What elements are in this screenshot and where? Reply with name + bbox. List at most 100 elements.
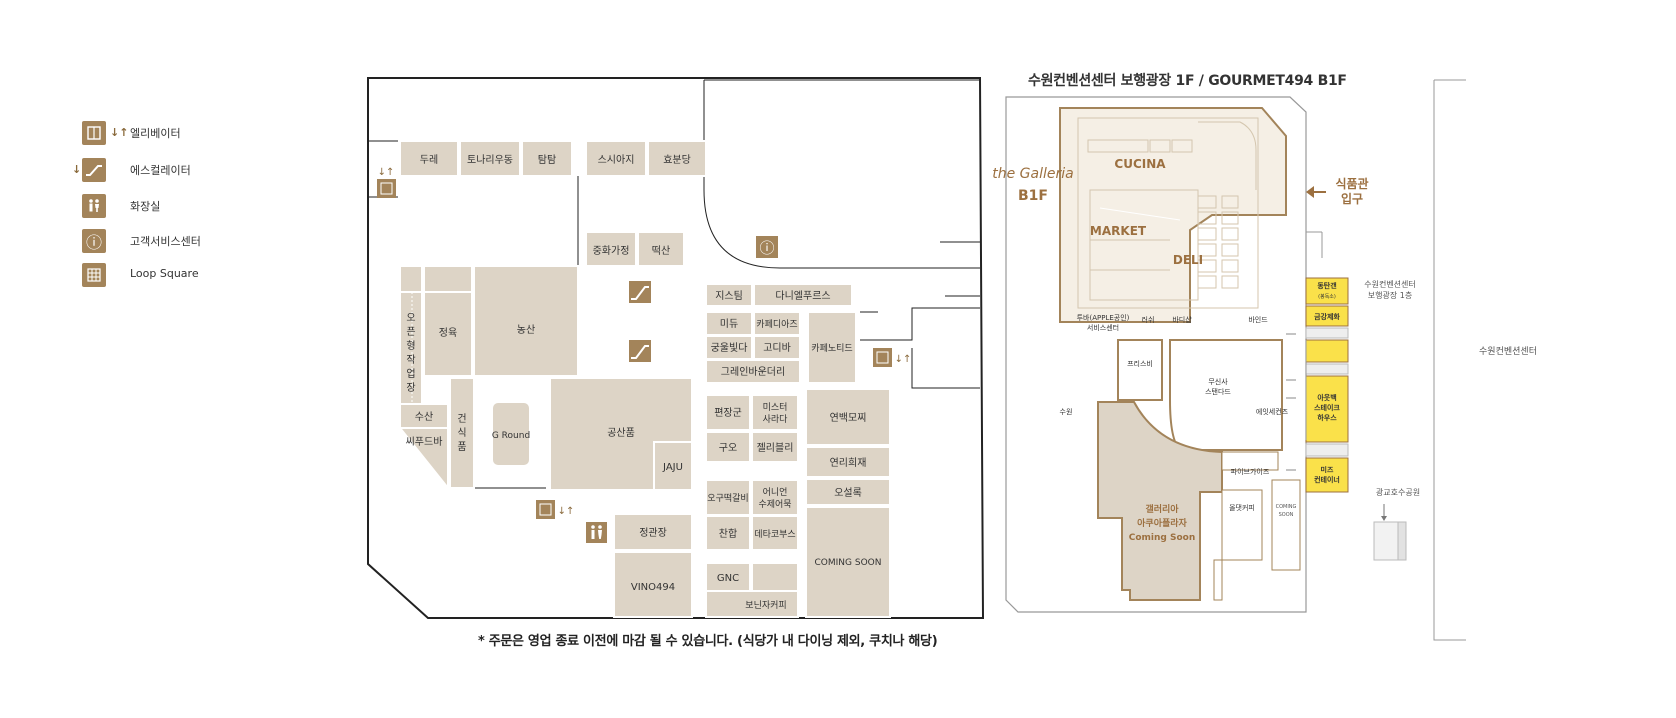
store-jeonggwan[interactable] (613, 513, 693, 551)
escalator-icon-glyph (631, 286, 649, 300)
label-seafood: 씨푸드바 (406, 436, 443, 448)
store-yeonri[interactable] (805, 446, 891, 478)
info-icon[interactable] (756, 236, 778, 258)
store-tonari[interactable] (459, 140, 521, 177)
stairs (1305, 327, 1349, 339)
store-novelty[interactable] (807, 311, 857, 384)
label-geonsik-3: 품 (457, 441, 466, 453)
store-yeonbaek[interactable] (805, 388, 891, 446)
label-novelty: 카페노티드 (811, 343, 852, 354)
label-convention-1f-2: 보행광장 1층 (1368, 290, 1412, 300)
label-coming-small-2: SOON (1279, 512, 1294, 518)
label-mizu-2: 컨테이너 (1314, 475, 1340, 484)
label-mizu-1: 미즈 (1321, 465, 1334, 474)
park-arrow-icon (1381, 516, 1387, 521)
store-outback[interactable] (1305, 375, 1349, 443)
label-musinsa-2: 스탠다드 (1205, 387, 1231, 396)
store-geumgang[interactable] (1305, 305, 1349, 327)
label-bonin: 보닌자커피 (745, 600, 786, 611)
store-nongsan[interactable] (473, 265, 579, 377)
store-hyobun[interactable] (647, 140, 707, 177)
store-ground[interactable] (491, 401, 531, 467)
restroom-icon-head (598, 525, 602, 529)
store-geonsik[interactable] (449, 377, 475, 489)
loop-square-icon (82, 263, 106, 287)
store-jelly[interactable] (751, 431, 799, 463)
label-ogu: 오구떡갈비 (707, 493, 748, 504)
elevator-icon (377, 179, 396, 198)
map-elevator-1: ↓↑ (377, 167, 396, 198)
label-open-5: 업 (406, 367, 415, 380)
store-jaju[interactable] (653, 441, 693, 491)
store-dure[interactable] (399, 140, 459, 177)
label-suwon: 수원 (1060, 407, 1073, 416)
tenant-strip (1305, 277, 1349, 493)
store-junghwa[interactable] (585, 231, 637, 267)
label-market: MARKET (1090, 224, 1147, 238)
map-info[interactable]: ⓘ (756, 236, 778, 258)
label-gnc: GNC (717, 573, 739, 584)
label-bodyshop: 바디샵 (1172, 315, 1192, 324)
label-convention: 수원컨벤션센터 (1479, 346, 1537, 357)
deli-area[interactable] (1059, 107, 1287, 323)
store-seafood[interactable] (397, 427, 449, 491)
corridor-curve (703, 80, 980, 269)
store-tteoksan[interactable] (637, 231, 685, 267)
elevator-arrows: ↓↑ (110, 126, 129, 139)
label-ground: G Round (492, 431, 530, 441)
label-jelly: 젤리블리 (757, 442, 794, 454)
store-oseol[interactable] (805, 478, 891, 506)
store-dani[interactable] (753, 283, 853, 307)
store-detail[interactable] (751, 515, 799, 551)
store-guo[interactable] (705, 431, 751, 463)
legend-label-loop-square: Loop Square (130, 267, 199, 280)
store-coming[interactable] (805, 506, 891, 618)
outdoor-stairs (1373, 521, 1407, 561)
label-coming: COMING SOON (815, 558, 882, 568)
store-jistin[interactable] (705, 283, 753, 307)
store-dongtan[interactable] (1305, 277, 1349, 305)
store-ogu[interactable] (705, 479, 751, 516)
label-mister-2: 사라다 (763, 414, 789, 425)
store-susan[interactable] (399, 403, 449, 429)
store-musinsa-area[interactable] (1169, 339, 1283, 451)
label-open-1: 오 (406, 313, 415, 324)
elevator-icon (873, 348, 892, 367)
store-mister[interactable] (751, 394, 799, 431)
label-dani: 다니엘푸르스 (775, 289, 830, 302)
label-bind: 바인드 (1248, 315, 1268, 324)
store-mizu[interactable] (1305, 457, 1349, 493)
convention-map-title: 수원컨벤션센터 보행광장 1F / GOURMET494 B1F (1028, 73, 1347, 89)
label-guo: 구오 (719, 443, 737, 454)
store-green[interactable] (705, 359, 801, 384)
label-rush: 러쉬 (1142, 315, 1155, 324)
store-jongyuk[interactable] (423, 291, 473, 377)
label-open-4: 작 (406, 354, 415, 366)
elevator-arrows: ↓↑ (378, 167, 395, 178)
label-hyobun: 효분당 (663, 154, 691, 166)
label-yeonri: 연리희재 (830, 457, 867, 469)
store-olset[interactable] (1213, 489, 1263, 601)
store-pyeonjang[interactable] (705, 394, 751, 431)
label-geumgang: 금강제화 (1314, 312, 1340, 321)
store-coming-small[interactable] (1271, 479, 1301, 571)
store-freesbee[interactable] (1117, 339, 1163, 401)
store-open-top (399, 265, 423, 293)
restroom-icon (586, 522, 607, 543)
store-fiveguys[interactable] (1221, 451, 1279, 471)
label-geonsik-1: 건 (457, 413, 466, 425)
label-onion-2: 수제어묵 (758, 499, 791, 510)
label-dongtan-sub: (봉독소) (1318, 294, 1336, 300)
escalator-icon (82, 158, 106, 182)
store-tamtam[interactable] (521, 140, 573, 177)
store-chanhab[interactable] (705, 515, 751, 551)
store-labels: 두레 토나리우동 탐탐 스시아지 효분당 중화가정 떡산 정육 농산 오 픈 형… (406, 154, 882, 611)
restroom-icon-body (598, 530, 602, 539)
store-sushi[interactable] (585, 140, 647, 177)
store-bonin[interactable] (705, 590, 799, 618)
store-aquarium[interactable] (1097, 401, 1223, 601)
label-entrance-2: 입구 (1341, 192, 1363, 206)
legend-label-info: 고객서비스센터 (130, 235, 201, 248)
store-vino[interactable] (613, 551, 693, 618)
